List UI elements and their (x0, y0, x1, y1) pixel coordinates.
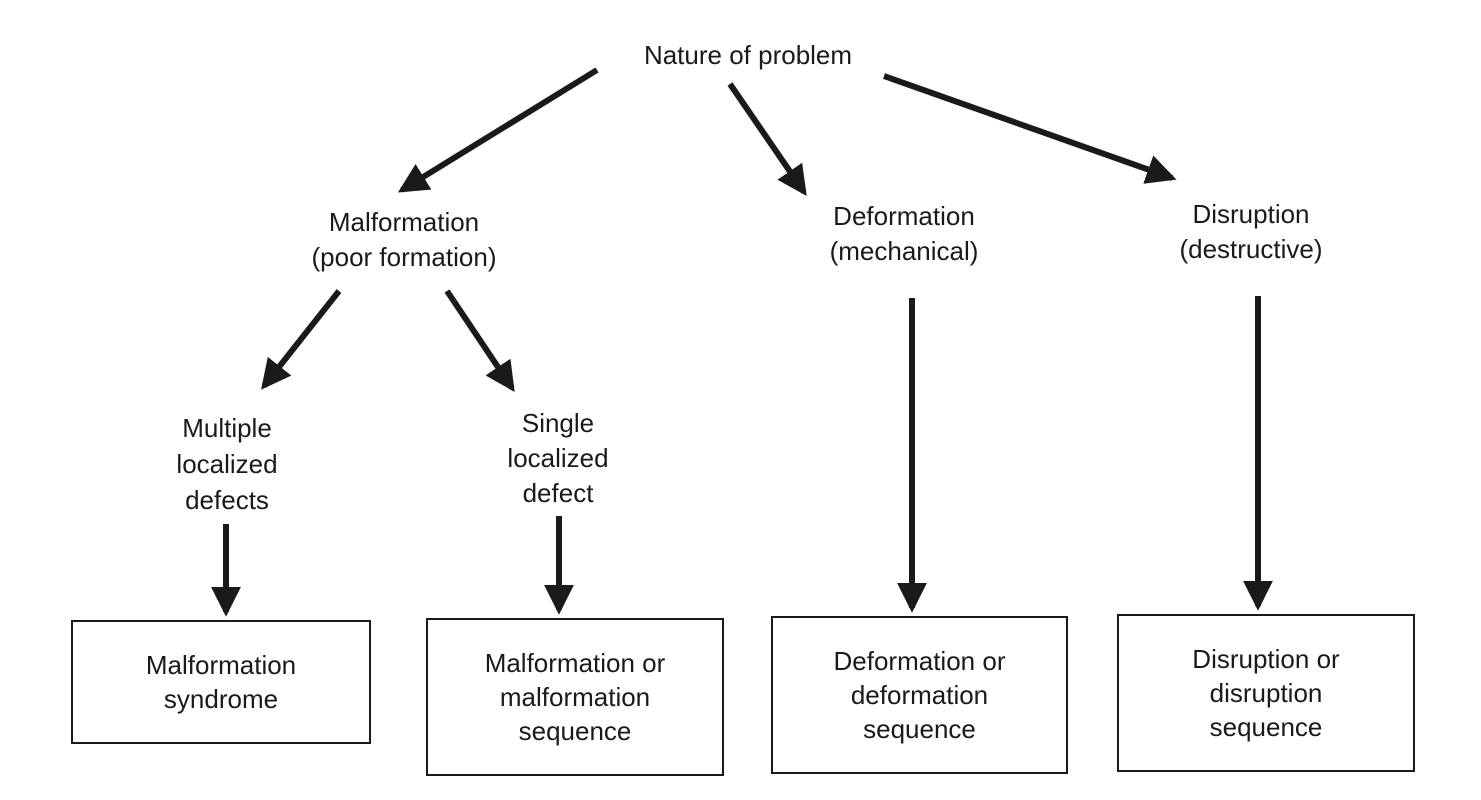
single-defect-node: Single localized defect (507, 406, 608, 511)
malformation-sequence-line-2: malformation (499, 682, 651, 712)
disruption-sequence-line-1: Disruption or (1192, 644, 1340, 674)
deformation-sequence-line-3: sequence (863, 714, 976, 744)
deformation-sequence-line-1: Deformation or (833, 646, 1006, 676)
single-line-2: localized (507, 443, 609, 473)
disruption-sequence-line-2: disruption (1209, 678, 1323, 708)
single-line-1: Single (521, 408, 595, 438)
arrow-malformation-to-single (444, 289, 515, 392)
multiple-line-3: defects (185, 485, 269, 515)
deformation-subtitle: (mechanical) (829, 236, 979, 266)
malformation-sequence-line-3: sequence (518, 716, 632, 746)
malformation-syndrome-line-2: syndrome (163, 684, 279, 714)
malformation-title: Malformation (328, 207, 480, 237)
deformation-node: Deformation (mechanical) (830, 199, 979, 269)
single-line-3: defect (522, 478, 594, 508)
root-node: Nature of problem (644, 38, 852, 73)
disruption-sequence-box: Disruption or disruption sequence (1117, 614, 1415, 772)
malformation-sequence-line-1: Malformation or (484, 648, 666, 678)
multiple-defects-node: Multiple localized defects (176, 410, 277, 518)
malformation-node: Malformation (poor formation) (312, 205, 497, 275)
arrow-malformation-to-multiple (261, 289, 342, 390)
arrow-root-to-deformation (727, 82, 807, 196)
disruption-subtitle: (destructive) (1179, 234, 1323, 264)
root-label: Nature of problem (643, 40, 853, 70)
deformation-title: Deformation (833, 201, 975, 231)
malformation-syndrome-box: Malformation syndrome (71, 620, 371, 744)
arrow-root-to-malformation (397, 67, 599, 193)
arrow-root-to-disruption (882, 73, 1177, 184)
deformation-sequence-line-2: deformation (850, 680, 989, 710)
malformation-subtitle: (poor formation) (311, 242, 497, 272)
multiple-line-2: localized (176, 449, 278, 479)
disruption-sequence-line-3: sequence (1209, 712, 1323, 742)
multiple-line-1: Multiple (182, 413, 272, 443)
disruption-title: Disruption (1192, 199, 1310, 229)
disruption-node: Disruption (destructive) (1179, 197, 1322, 267)
malformation-sequence-box: Malformation or malformation sequence (426, 618, 724, 776)
malformation-syndrome-line-1: Malformation (145, 650, 297, 680)
deformation-sequence-box: Deformation or deformation sequence (771, 616, 1068, 774)
